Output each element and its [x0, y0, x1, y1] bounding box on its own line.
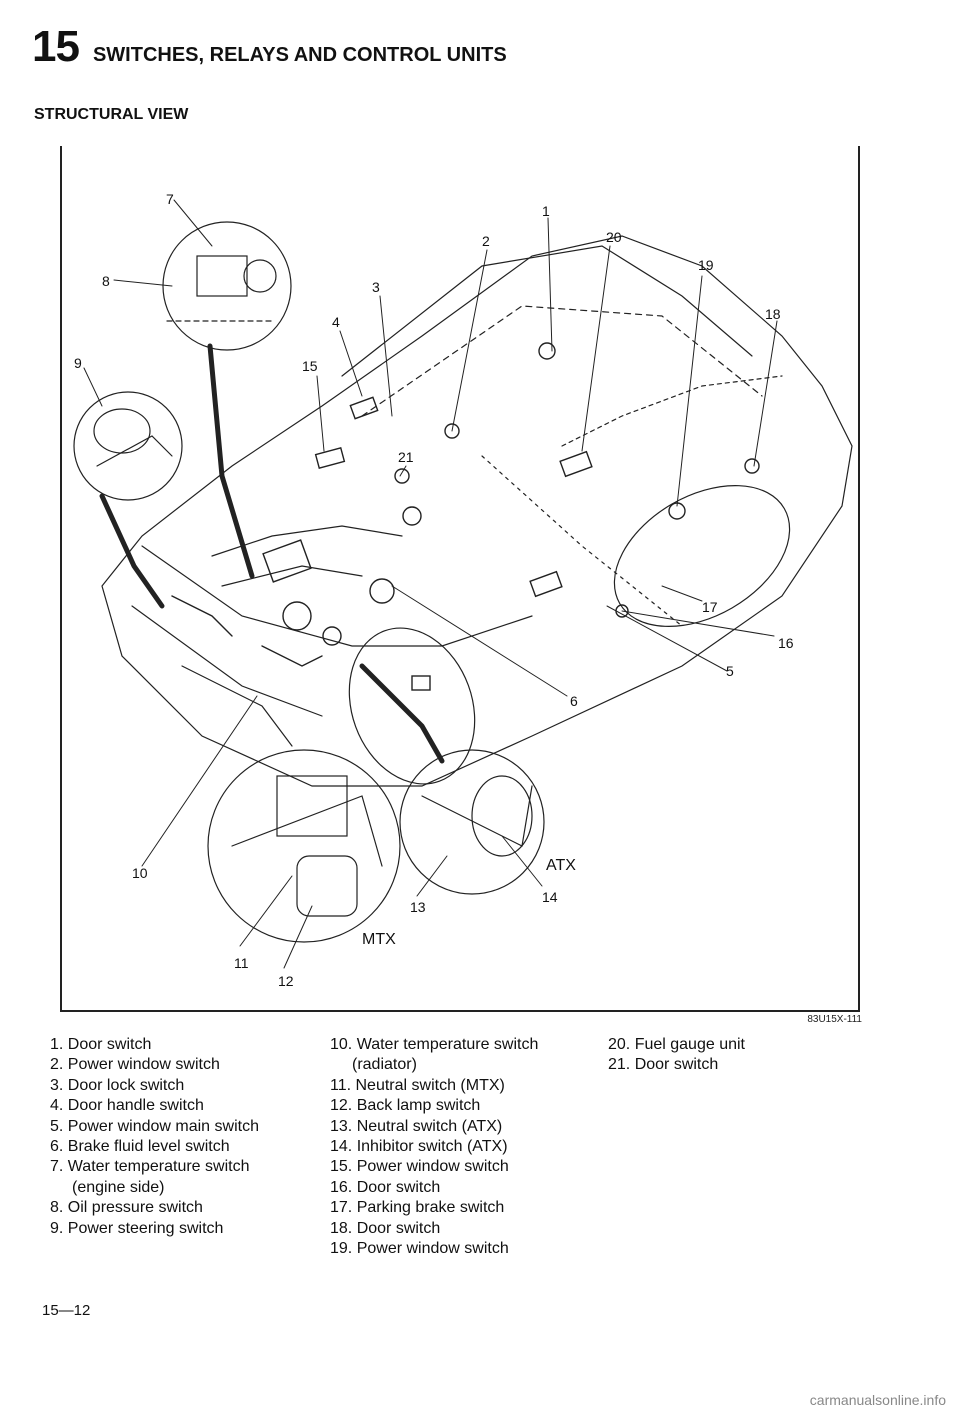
legend-item: 9. Power steering switch	[50, 1219, 224, 1237]
callout-18: 18	[765, 306, 781, 322]
legend-item: 18. Door switch	[330, 1219, 441, 1237]
inset-atx	[399, 749, 545, 895]
callout-14: 14	[542, 889, 558, 905]
car-diagram: 1 2 3 4 5 6 7 8 9 10 11 12 13 14 15 16 1…	[73, 191, 853, 989]
legend-item: 7. Water temperature switch	[50, 1158, 250, 1176]
callout-21: 21	[398, 449, 414, 465]
page-number: 15—12	[42, 1302, 91, 1319]
callout-4: 4	[332, 314, 340, 330]
legend-item: 8. Oil pressure switch	[50, 1199, 203, 1217]
callout-12: 12	[278, 973, 294, 989]
legend-column-3: 20. Fuel gauge unit 21. Door switch	[608, 1035, 745, 1076]
callout-8: 8	[102, 273, 110, 289]
callout-10: 10	[132, 865, 148, 881]
legend-item: 10. Water temperature switch	[330, 1036, 539, 1053]
legend-item: 3. Door lock switch	[50, 1076, 185, 1094]
legend-item: 12. Back lamp switch	[330, 1097, 481, 1115]
callout-6: 6	[570, 693, 578, 709]
inset-power-steering	[73, 391, 183, 501]
watermark: carmanualsonline.info	[809, 1392, 946, 1408]
figure-code: 83U15X-111	[807, 1014, 862, 1025]
callout-16: 16	[778, 635, 794, 651]
callout-7: 7	[166, 191, 174, 207]
page-header: 15 SWITCHES, RELAYS AND CONTROL UNITS	[32, 22, 507, 72]
callout-9: 9	[74, 355, 82, 371]
legend-item: 1. Door switch	[50, 1036, 152, 1053]
legend-item-continuation: (radiator)	[352, 1056, 417, 1074]
callout-3: 3	[372, 279, 380, 295]
label-atx: ATX	[546, 857, 576, 874]
legend-item: 4. Door handle switch	[50, 1097, 204, 1115]
callout-11: 11	[234, 955, 249, 971]
legend-item: 15. Power window switch	[330, 1158, 509, 1176]
engine-components	[171, 342, 760, 691]
callout-2: 2	[482, 233, 490, 249]
legend-item: 19. Power window switch	[330, 1240, 509, 1258]
legend-item: 20. Fuel gauge unit	[608, 1036, 745, 1053]
leader-lines	[83, 199, 778, 969]
structural-view-figure: 1 2 3 4 5 6 7 8 9 10 11 12 13 14 15 16 1…	[60, 146, 860, 1012]
legend-item: 5. Power window main switch	[50, 1117, 259, 1135]
callout-13: 13	[410, 899, 426, 915]
legend-item: 21. Door switch	[608, 1056, 719, 1074]
legend-item: 17. Parking brake switch	[330, 1199, 505, 1217]
inset-mtx	[207, 749, 401, 943]
callout-1: 1	[542, 203, 550, 219]
legend-item: 2. Power window switch	[50, 1056, 220, 1074]
callout-5: 5	[726, 663, 734, 679]
inset-connectors	[99, 343, 445, 764]
legend-item: 16. Door switch	[330, 1178, 441, 1196]
callout-17: 17	[702, 599, 718, 615]
callout-labels: 1 2 3 4 5 6 7 8 9 10 11 12 13 14 15 16 1…	[74, 191, 794, 989]
inset-oil-pressure	[162, 221, 292, 351]
legend-item: 6. Brake fluid level switch	[50, 1138, 230, 1156]
chapter-number: 15	[32, 22, 80, 71]
callout-15: 15	[302, 358, 318, 374]
callout-20: 20	[606, 229, 622, 245]
legend-item: 11. Neutral switch (MTX)	[330, 1076, 505, 1094]
legend-column-2: 10. Water temperature switch (radiator) …	[330, 1035, 538, 1259]
legend-item: 13. Neutral switch (ATX)	[330, 1117, 503, 1135]
section-title: STRUCTURAL VIEW	[34, 106, 189, 123]
callout-19: 19	[698, 257, 714, 273]
label-mtx: MTX	[362, 931, 396, 948]
legend-column-1: 1. Door switch 2. Power window switch 3.…	[50, 1035, 259, 1239]
legend-item: 14. Inhibitor switch (ATX)	[330, 1138, 508, 1156]
legend-item-continuation: (engine side)	[72, 1178, 165, 1196]
chapter-title: SWITCHES, RELAYS AND CONTROL UNITS	[92, 44, 507, 66]
